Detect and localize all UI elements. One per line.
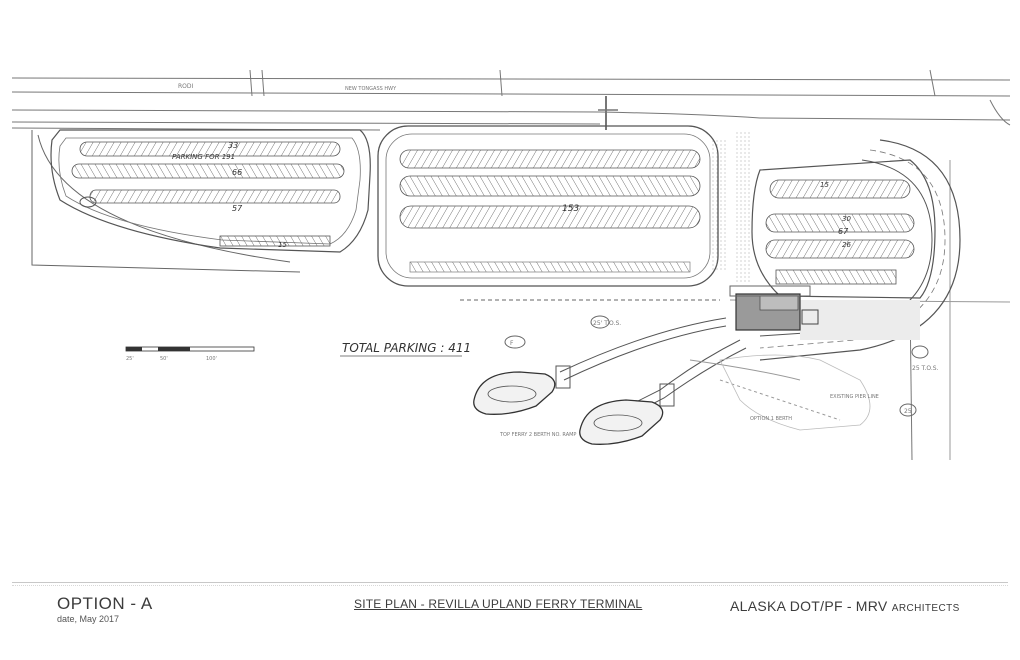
note-marker-left bbox=[504, 335, 526, 349]
right-lot-count-3: 26 bbox=[842, 241, 851, 249]
note-berth: OPTION 1 BERTH bbox=[750, 416, 792, 422]
parking-lot-left bbox=[50, 129, 371, 253]
title-block: OPTION - A date, May 2017 SITE PLAN - RE… bbox=[0, 578, 1020, 660]
parking-lot-middle bbox=[377, 125, 728, 287]
scale-label-100: 100' bbox=[206, 356, 217, 362]
left-lot-count-middle: 66 bbox=[232, 168, 242, 177]
left-lot-count-top: 33 bbox=[228, 141, 238, 150]
ferry-berth-2 bbox=[579, 399, 664, 445]
road-label-rodi: RODI bbox=[178, 83, 194, 90]
note-tos-right: 25 T.O.S. bbox=[912, 365, 939, 372]
terminal-building bbox=[729, 285, 819, 331]
note-existing-pier: EXISTING PIER LINE bbox=[830, 394, 879, 400]
scale-label-50: 50' bbox=[160, 356, 168, 362]
left-lot-title: PARKING FOR 191 bbox=[172, 153, 235, 161]
left-lot-count-end: 15 bbox=[278, 241, 287, 249]
site-plan-drawing: RODI NEW TONGASS HWY PARKING FOR 191 33 … bbox=[11, 69, 1011, 461]
sheet-title: SITE PLAN - REVILLA UPLAND FERRY TERMINA… bbox=[354, 597, 643, 611]
date-label: date, May 2017 bbox=[57, 614, 120, 624]
credit-separator: - bbox=[846, 598, 852, 614]
right-lot-count-2: 30 bbox=[842, 215, 851, 223]
road-label-highway: NEW TONGASS HWY bbox=[345, 86, 397, 92]
parking-lot-right bbox=[736, 132, 961, 361]
note-25-lower: 25 bbox=[904, 408, 912, 415]
right-lot-count-total: 67 bbox=[838, 227, 849, 236]
firm-credit: ALASKA DOT/PF-MRV ARCHITECTS bbox=[730, 598, 960, 614]
note-marker-left-label: F bbox=[510, 340, 514, 347]
note-top-ferry: TOP FERRY 2 BERTH NO. RAMP bbox=[499, 432, 576, 438]
firm-name: MRV bbox=[855, 598, 888, 614]
scale-label-25: 25' bbox=[126, 356, 134, 362]
option-label: OPTION - A bbox=[57, 594, 153, 613]
middle-lot-count: 153 bbox=[562, 204, 579, 214]
existing-pier-outline bbox=[719, 354, 871, 431]
highway bbox=[11, 69, 1011, 131]
note-marker-mid bbox=[590, 315, 610, 329]
total-parking-label: TOTAL PARKING : 411 bbox=[342, 341, 471, 355]
note-marker-lower bbox=[899, 403, 917, 417]
ferry-ramps bbox=[555, 317, 841, 429]
client-name: ALASKA DOT/PF bbox=[730, 598, 843, 614]
note-tos-mid: 25' T.O.S. bbox=[593, 320, 621, 327]
scale-bar bbox=[125, 346, 255, 352]
title-block-rule bbox=[12, 582, 1008, 583]
note-marker-right bbox=[911, 345, 929, 359]
title-block-rule-dotted bbox=[12, 585, 1008, 586]
left-lot-count-lower: 57 bbox=[232, 204, 243, 213]
firm-suffix: ARCHITECTS bbox=[891, 603, 960, 614]
right-lot-count-top: 15 bbox=[820, 181, 829, 189]
ferry-berth-1 bbox=[473, 371, 556, 415]
